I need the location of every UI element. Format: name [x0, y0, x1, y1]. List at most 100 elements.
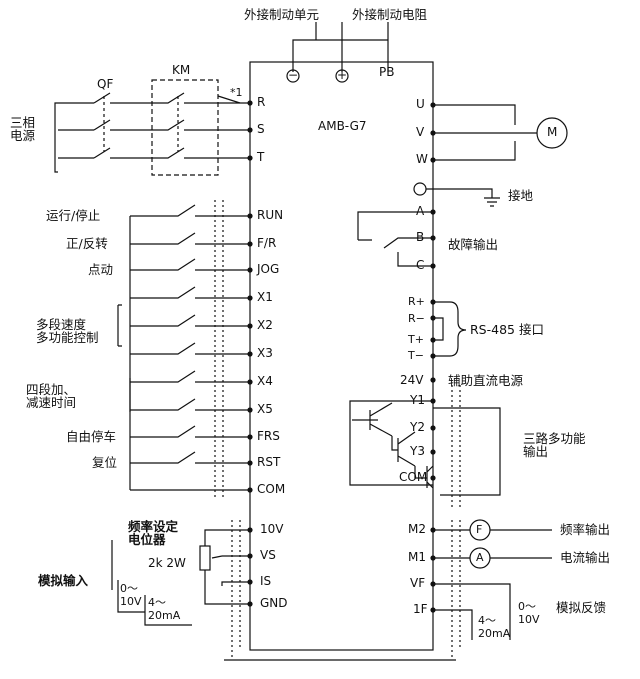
terminal-r-plus: R+ — [408, 295, 425, 308]
terminal-a: A — [416, 204, 425, 218]
plus-symbol: + — [337, 68, 348, 82]
analog-input-label: 模拟输入 — [38, 573, 89, 588]
terminal-r-minus: R− — [408, 312, 425, 325]
v-range-bracket — [117, 580, 145, 613]
analog-out-shield — [451, 520, 461, 660]
speed-bracket — [117, 304, 122, 347]
km-box — [151, 79, 219, 176]
terminal-y1: Y1 — [410, 393, 425, 407]
terminal-gnd: GND — [260, 596, 288, 610]
brake-unit-label: 外接制动单元 — [244, 7, 320, 22]
terminal-24v: 24V — [400, 373, 424, 387]
terminal-x2: X2 — [257, 318, 273, 332]
note-arrow — [217, 95, 241, 104]
reset-label: 复位 — [92, 455, 118, 470]
qf-switches — [93, 92, 150, 159]
analog-out-v-range: 0～ 10V — [518, 600, 540, 626]
pot-label: 频率设定 电位器 — [128, 519, 179, 547]
motor-wires — [433, 104, 537, 161]
note-label: *1 — [230, 86, 243, 99]
pot-value-label: 2k 2W — [148, 556, 186, 570]
accel-time-label: 四段加、 减速时间 — [26, 382, 77, 410]
analog-in-shield — [231, 520, 241, 660]
motor-circle — [536, 117, 568, 149]
ground-terminal — [413, 182, 427, 196]
jog-label: 点动 — [88, 262, 114, 277]
analog-in-wiring — [204, 529, 250, 605]
potentiometer — [199, 545, 211, 571]
terminal-t: T — [257, 150, 265, 164]
qf-label: QF — [97, 77, 114, 91]
terminal-y2: Y2 — [410, 420, 425, 434]
curr-output-label: 电流输出 — [560, 550, 611, 565]
multi-out-bracket — [433, 407, 501, 496]
terminal-vf: VF — [410, 576, 426, 590]
terminal-s: S — [257, 122, 265, 136]
km-switches — [150, 92, 250, 159]
pot-wiper — [211, 555, 223, 559]
ground-label: 接地 — [508, 188, 534, 203]
power-lines — [58, 102, 94, 159]
input-lines — [130, 204, 250, 491]
shield-right — [451, 385, 461, 510]
brake-resistor-label: 外接制动电阻 — [352, 7, 428, 22]
terminal-t-plus: T+ — [408, 333, 424, 346]
i-range-bracket — [144, 595, 192, 626]
terminal-x4: X4 — [257, 374, 273, 388]
ground-wire — [426, 188, 500, 207]
freq-meter — [469, 519, 491, 541]
terminal-x3: X3 — [257, 346, 273, 360]
terminal-jog: JOG — [257, 262, 280, 276]
minus-symbol: − — [288, 68, 299, 82]
fault-wiring — [357, 211, 433, 267]
brake-wires — [292, 22, 389, 72]
terminal-1f: 1F — [413, 602, 428, 616]
terminal-x1: X1 — [257, 290, 273, 304]
transistor-wiring — [349, 400, 434, 489]
motor-label: M — [547, 125, 558, 139]
aux-dc-label: 辅助直流电源 — [448, 373, 524, 388]
analog-in-i-range: 4～ 20mA — [148, 596, 181, 622]
km-label: KM — [172, 63, 191, 77]
terminal-fr: F/R — [257, 236, 277, 250]
plus-terminal — [335, 69, 349, 83]
curr-meter-label: A — [476, 551, 484, 564]
terminal-t-minus: T− — [408, 349, 424, 362]
power-source-label: 三相 电源 — [10, 115, 36, 143]
minus-terminal — [286, 69, 300, 83]
feedback-label: 模拟反馈 — [556, 600, 607, 615]
fault-output-label: 故障输出 — [448, 237, 499, 252]
terminal-v: V — [416, 125, 425, 139]
input-shield — [214, 200, 224, 500]
rs485-label: RS-485 接口 — [470, 322, 544, 337]
run-stop-label: 运行/停止 — [46, 208, 101, 223]
inverter-box — [249, 61, 434, 651]
freq-output-label: 频率输出 — [560, 522, 611, 537]
curr-meter — [469, 547, 491, 569]
multi-output-label: 三路多功能 输出 — [523, 431, 586, 459]
terminal-m2: M2 — [408, 522, 426, 536]
pb-terminal-label: PB — [379, 65, 395, 79]
fwd-rev-label: 正/反转 — [66, 236, 108, 251]
model-label: AMB-G7 — [318, 119, 367, 133]
terminal-10v: 10V — [260, 522, 284, 536]
terminal-b: B — [416, 230, 425, 244]
analog-out-i-range: 4～ 20mA — [478, 614, 511, 640]
power-bracket — [54, 102, 58, 173]
terminal-x5: X5 — [257, 402, 273, 416]
terminal-frs: FRS — [257, 429, 280, 443]
terminal-com-out: COM — [399, 470, 428, 484]
terminal-is: IS — [260, 574, 272, 588]
terminal-c: C — [416, 258, 425, 272]
rs485-bracket — [433, 301, 467, 357]
terminal-m1: M1 — [408, 550, 426, 564]
terminal-u: U — [416, 97, 425, 111]
analog-in-v-range: 0～ 10V — [120, 582, 142, 608]
freq-meter-label: F — [476, 523, 483, 536]
terminal-rst: RST — [257, 455, 281, 469]
terminal-y3: Y3 — [410, 444, 425, 458]
terminal-run: RUN — [257, 208, 284, 222]
terminal-r: R — [257, 95, 266, 109]
free-stop-label: 自由停车 — [66, 429, 117, 444]
